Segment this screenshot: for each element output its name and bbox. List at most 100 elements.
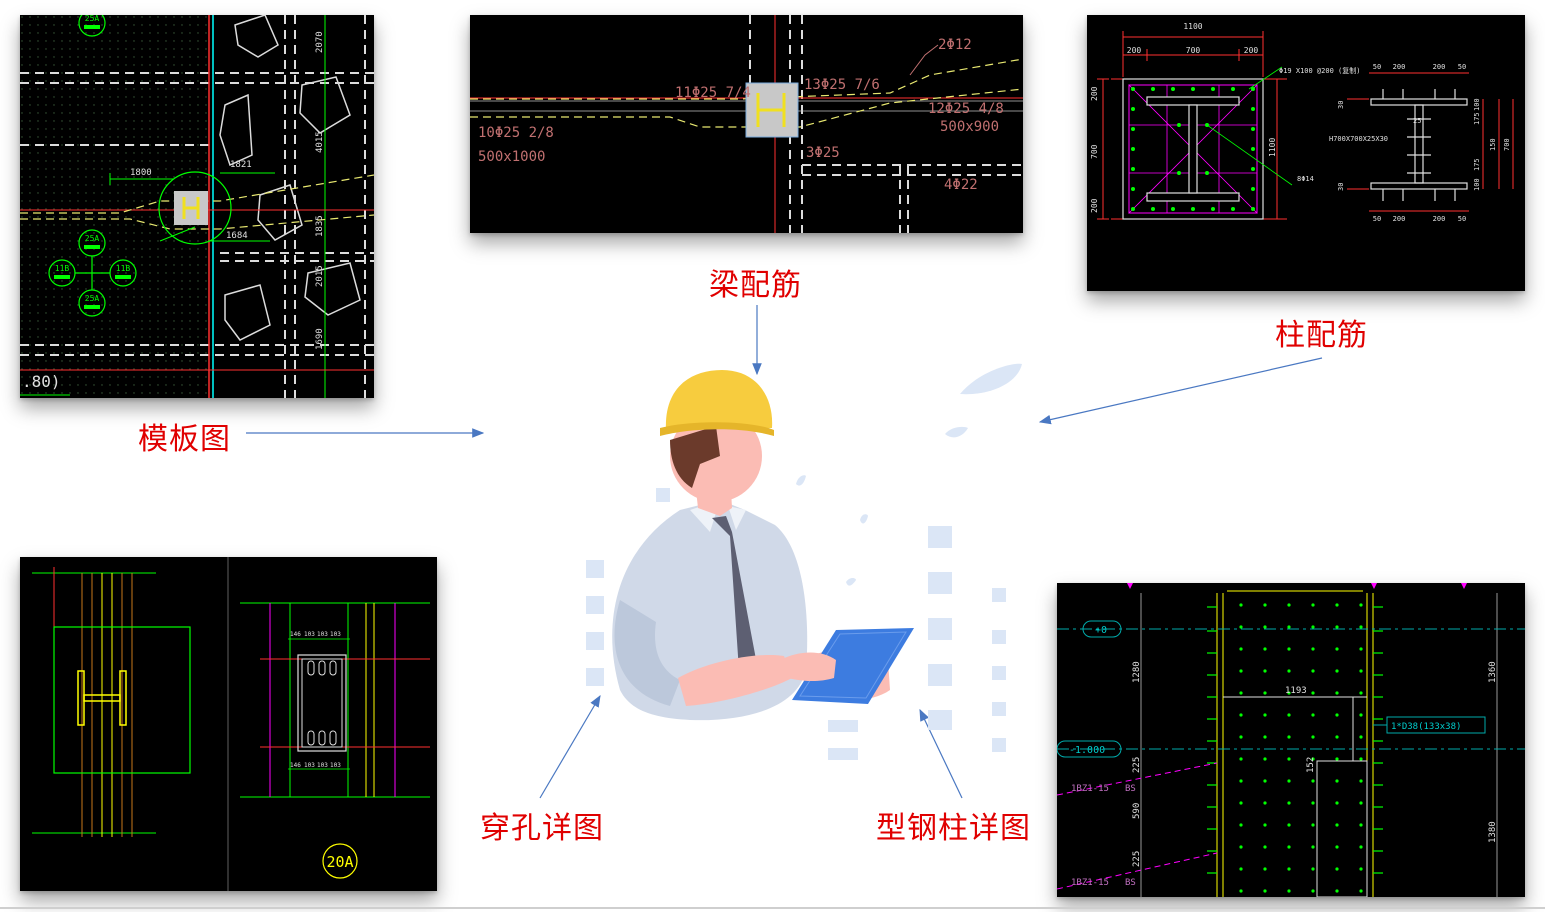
col-section-note: H700X700X25X30 xyxy=(1329,135,1388,143)
steel-dim-590: 590 xyxy=(1132,803,1142,819)
beam-text-3phi25: 3Φ25 xyxy=(806,145,840,161)
stud-dot xyxy=(1287,625,1291,629)
beam-text-13phi25: 13Φ25 7/6 xyxy=(804,77,880,93)
stud-dot xyxy=(1311,889,1315,893)
stud-dot xyxy=(1239,669,1243,673)
tag-11b-left: 11B xyxy=(55,264,70,273)
stud-dot xyxy=(1311,713,1315,717)
stud-dot xyxy=(1287,845,1291,849)
stud-dot xyxy=(1335,889,1339,893)
steel-dim-225-b: 225 xyxy=(1132,851,1142,867)
stud-dot xyxy=(1359,779,1363,783)
col-rb-50-b: 50 xyxy=(1458,215,1466,223)
stud-dot xyxy=(1335,625,1339,629)
stud-dot xyxy=(1263,691,1267,695)
steel-column-detail-drawing: +0 -1.000 1*D38(133x38) 1280 1193 1360 1… xyxy=(1057,583,1525,897)
stud-dot xyxy=(1359,713,1363,717)
label-steel-column-detail: 型钢柱详图 xyxy=(876,811,1031,846)
beam-text-12phi25: 12Φ25 4/8 xyxy=(928,101,1004,117)
col-rb-200-a: 200 xyxy=(1393,215,1406,223)
stud-dot xyxy=(1335,735,1339,739)
stud-dot xyxy=(1311,647,1315,651)
stud-dot xyxy=(1311,779,1315,783)
stud-dot xyxy=(1263,867,1267,871)
hardhat-brim xyxy=(660,422,774,436)
stud-dot xyxy=(1239,691,1243,695)
hole-detail-panel: 146 103 103 103 146 103 103 103 20A xyxy=(20,557,437,891)
stud-dot xyxy=(1335,779,1339,783)
col-dim-200-a: 200 xyxy=(1127,46,1142,55)
stud-dot xyxy=(1263,647,1267,651)
tag-25a-top: 25A xyxy=(85,15,100,23)
stud-dot xyxy=(1359,823,1363,827)
tag-25a-upper: 25A xyxy=(85,234,100,243)
necktie xyxy=(712,516,758,686)
stud-dot xyxy=(1239,867,1243,871)
stud-dot xyxy=(1311,801,1315,805)
stud-dot xyxy=(1263,669,1267,673)
stud-dot xyxy=(1335,713,1339,717)
stud-dot xyxy=(1263,889,1267,893)
beam-text-11phi25: 11Φ25 7/4 xyxy=(675,85,751,101)
template-drawing-panel: 1800 1821 1684 2070 4015 1835 2015 1690 … xyxy=(20,15,374,398)
hole-dim-103-d: 103 xyxy=(304,762,315,769)
hole-dim-103-f: 103 xyxy=(330,762,341,769)
col-stirrup-note: 8Φ14 xyxy=(1297,175,1314,183)
stud-dot xyxy=(1335,823,1339,827)
dim-1690: 1690 xyxy=(315,328,325,350)
stud-dot xyxy=(1311,867,1315,871)
dim-2015: 2015 xyxy=(315,265,325,287)
label-template-drawing: 模板图 xyxy=(138,422,231,457)
stud-dot xyxy=(1311,845,1315,849)
steel-dim-152: 152 xyxy=(1306,757,1316,773)
steel-dim-225-a: 225 xyxy=(1132,757,1142,773)
stud-dot xyxy=(1239,713,1243,717)
steel-dim-1193: 1193 xyxy=(1285,686,1307,696)
stud-dot xyxy=(1239,845,1243,849)
steel-level-plus0: +0 xyxy=(1095,625,1107,636)
background-bars xyxy=(586,488,1006,760)
col-mid-1100: 1100 xyxy=(1268,138,1277,157)
engineer-illustration xyxy=(586,363,1022,760)
stud-dot xyxy=(1263,625,1267,629)
dim-1684: 1684 xyxy=(226,231,248,241)
stud-dot xyxy=(1263,603,1267,607)
tablet-icon[interactable] xyxy=(792,628,914,704)
steel-tag-bs-b: BS xyxy=(1125,878,1136,888)
leaf-tiny-icon xyxy=(846,578,856,586)
stud-dot xyxy=(1311,603,1315,607)
col-dim-700: 700 xyxy=(1186,46,1201,55)
beam-text-4phi22: 4Φ22 xyxy=(944,177,978,193)
beam-text-500x900: 500x900 xyxy=(940,119,999,135)
col-sm-100-a: 100 xyxy=(1473,98,1481,111)
stud-dot xyxy=(1287,691,1291,695)
stud-dot xyxy=(1287,801,1291,805)
dim-1800: 1800 xyxy=(130,168,152,178)
tag-25a-lower: 25A xyxy=(85,294,100,303)
col-left-200-b: 200 xyxy=(1090,198,1099,213)
forearm xyxy=(678,654,792,706)
arrow-steel-column xyxy=(919,708,963,799)
steel-dim-1280: 1280 xyxy=(1132,661,1142,683)
stud-dot xyxy=(1263,779,1267,783)
col-sm-175-b: 175 xyxy=(1473,158,1481,171)
col-sm-175-a: 175 xyxy=(1473,112,1481,125)
col-rt-200-b: 200 xyxy=(1433,63,1446,71)
label-column-reinforcement: 柱配筋 xyxy=(1275,318,1368,353)
leaf-large-icon xyxy=(960,363,1022,395)
label-hole-detail: 穿孔详图 xyxy=(480,811,604,846)
stud-dot xyxy=(1359,757,1363,761)
dim-1821: 1821 xyxy=(230,160,252,170)
col-rb-200-b: 200 xyxy=(1433,215,1446,223)
stud-dot xyxy=(1359,603,1363,607)
stud-dot xyxy=(1263,757,1267,761)
stud-dot xyxy=(1311,625,1315,629)
arrow-column xyxy=(1038,357,1323,425)
stud-dot xyxy=(1239,625,1243,629)
stud-dot xyxy=(1239,823,1243,827)
col-left-200-a: 200 xyxy=(1090,86,1099,101)
template-drawing: 1800 1821 1684 2070 4015 1835 2015 1690 … xyxy=(20,15,374,398)
steel-tag-1bz1-a: 1BZ1-15 xyxy=(1071,784,1109,794)
steel-dim-1360: 1360 xyxy=(1488,661,1498,683)
dim-4015: 4015 xyxy=(315,131,325,153)
